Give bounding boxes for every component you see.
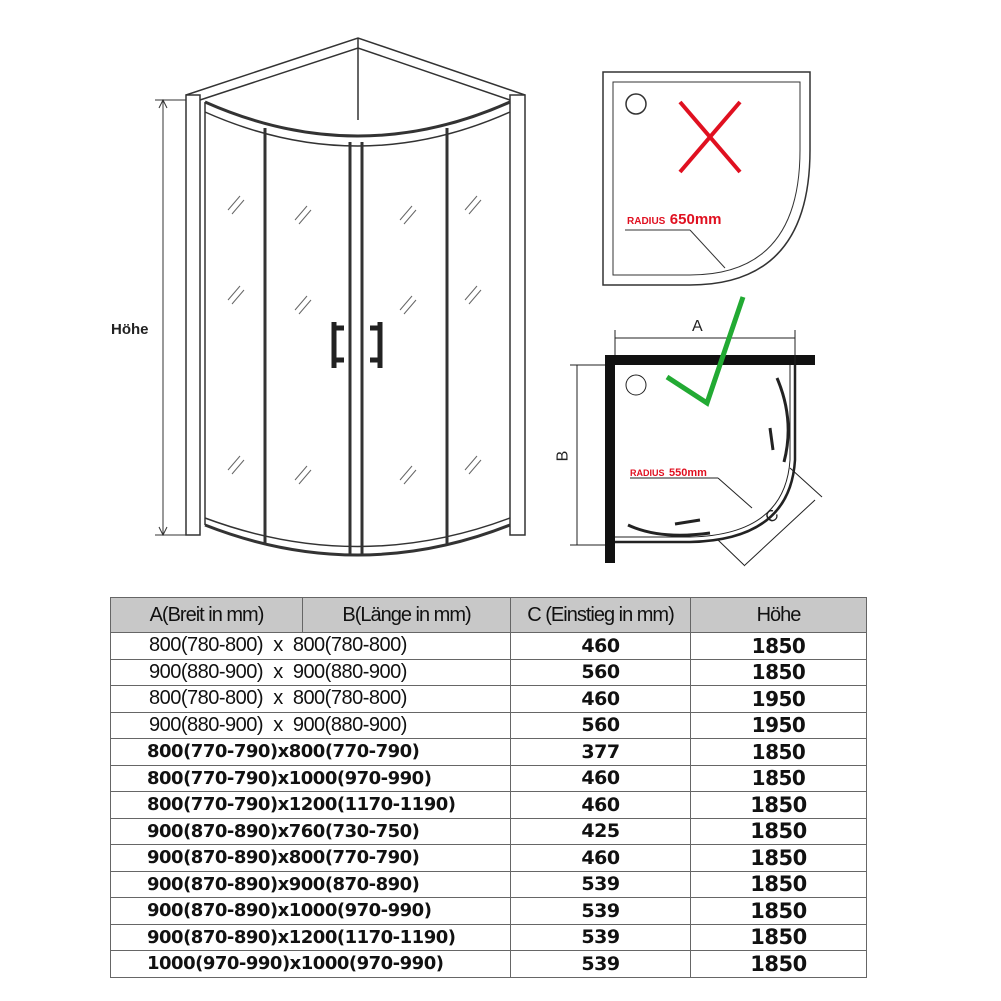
dimension-b-label: B: [554, 450, 572, 462]
table-row: 900(870-890)x800(770-790) 460 1850: [110, 844, 867, 872]
table-row: 800(780-800) x 800(780-800) 460 1850: [110, 632, 867, 660]
cell-dimensions: 900(870-890)x900(870-890): [110, 870, 511, 898]
drain-icon: [625, 93, 647, 115]
height-label: Höhe: [111, 321, 149, 338]
table-row: 900(870-890)x1000(970-990) 539 1850: [110, 897, 867, 925]
cell-dimensions: 900(870-890)x1200(1170-1190): [110, 923, 511, 951]
radius-650-label: RADIUS 650mm: [627, 211, 722, 229]
header-c: C (Einstieg in mm): [510, 597, 691, 633]
table-row: 900(870-890)x760(730-750) 425 1850: [110, 817, 867, 845]
radius-550-label: RADIUS 550mm: [630, 463, 707, 481]
cell-dimensions: 900(870-890)x1000(970-990): [110, 897, 511, 925]
table-row: 1000(970-990)x1000(970-990) 539 1850: [110, 950, 867, 978]
radius-value: 650mm: [669, 211, 722, 228]
table-row: 900(870-890)x900(870-890) 539 1850: [110, 870, 867, 898]
table-row: 900(870-890)x1200(1170-1190) 539 1850: [110, 923, 867, 951]
cell-height: 1850: [690, 791, 867, 819]
cell-dimensions: 900(880-900) x 900(880-900): [110, 711, 511, 739]
cell-entry-width: 539: [510, 870, 691, 898]
cell-entry-width: 460: [510, 791, 691, 819]
cell-entry-width: 460: [510, 685, 691, 713]
cell-entry-width: 539: [510, 923, 691, 951]
cell-height: 1950: [690, 711, 867, 739]
cell-height: 1850: [690, 738, 867, 766]
radius-value: 550mm: [668, 467, 707, 479]
cell-entry-width: 460: [510, 844, 691, 872]
cross-icon: [678, 100, 742, 174]
cell-entry-width: 425: [510, 817, 691, 845]
table-row: 800(770-790)x800(770-790) 377 1850: [110, 738, 867, 766]
cell-entry-width: 560: [510, 711, 691, 739]
table-header-row: A(Breit in mm) B(Länge in mm) C (Einstie…: [110, 597, 867, 633]
cell-dimensions: 900(870-890)x800(770-790): [110, 844, 511, 872]
shower-diagrams: [155, 37, 823, 567]
height-dimension: [155, 98, 186, 537]
cell-height: 1850: [690, 923, 867, 951]
cell-entry-width: 560: [510, 658, 691, 686]
cell-height: 1850: [690, 817, 867, 845]
cell-dimensions: 800(780-800) x 800(780-800): [110, 632, 511, 660]
cell-entry-width: 460: [510, 764, 691, 792]
cell-height: 1850: [690, 897, 867, 925]
table-row: 900(880-900) x 900(880-900) 560 1850: [110, 658, 867, 686]
cell-height: 1850: [690, 950, 867, 978]
cell-entry-width: 377: [510, 738, 691, 766]
header-a: A(Breit in mm): [110, 597, 303, 633]
door-handles: [331, 322, 383, 368]
cell-height: 1850: [690, 844, 867, 872]
tray-wrong-radius: [602, 71, 811, 286]
check-icon: [665, 296, 746, 407]
table-row: 800(770-790)x1200(1170-1190) 460 1850: [110, 791, 867, 819]
cell-entry-width: 539: [510, 897, 691, 925]
header-b: B(Länge in mm): [302, 597, 511, 633]
cell-entry-width: 539: [510, 950, 691, 978]
radius-label: RADIUS: [627, 216, 666, 227]
cell-dimensions: 900(870-890)x760(730-750): [110, 817, 511, 845]
cell-height: 1850: [690, 870, 867, 898]
size-table: A(Breit in mm) B(Länge in mm) C (Einstie…: [110, 597, 867, 978]
tray-correct-radius: [570, 296, 823, 567]
cell-entry-width: 460: [510, 632, 691, 660]
cell-dimensions: 800(770-790)x1000(970-990): [110, 764, 511, 792]
cell-height: 1850: [690, 632, 867, 660]
cell-height: 1850: [690, 658, 867, 686]
cell-dimensions: 800(770-790)x1200(1170-1190): [110, 791, 511, 819]
cell-dimensions: 800(770-790)x800(770-790): [110, 738, 511, 766]
cell-height: 1850: [690, 764, 867, 792]
table-row: 800(780-800) x 800(780-800) 460 1950: [110, 685, 867, 713]
drain-icon: [625, 374, 647, 396]
shower-enclosure-drawing: [155, 37, 526, 557]
header-height: Höhe: [690, 597, 867, 633]
radius-label: RADIUS: [630, 468, 665, 478]
cell-dimensions: 900(880-900) x 900(880-900): [110, 658, 511, 686]
table-row: 900(880-900) x 900(880-900) 560 1950: [110, 711, 867, 739]
dimension-a-label: A: [692, 318, 703, 335]
table-row: 800(770-790)x1000(970-990) 460 1850: [110, 764, 867, 792]
cell-dimensions: 1000(970-990)x1000(970-990): [110, 950, 511, 978]
cell-dimensions: 800(780-800) x 800(780-800): [110, 685, 511, 713]
cell-height: 1950: [690, 685, 867, 713]
